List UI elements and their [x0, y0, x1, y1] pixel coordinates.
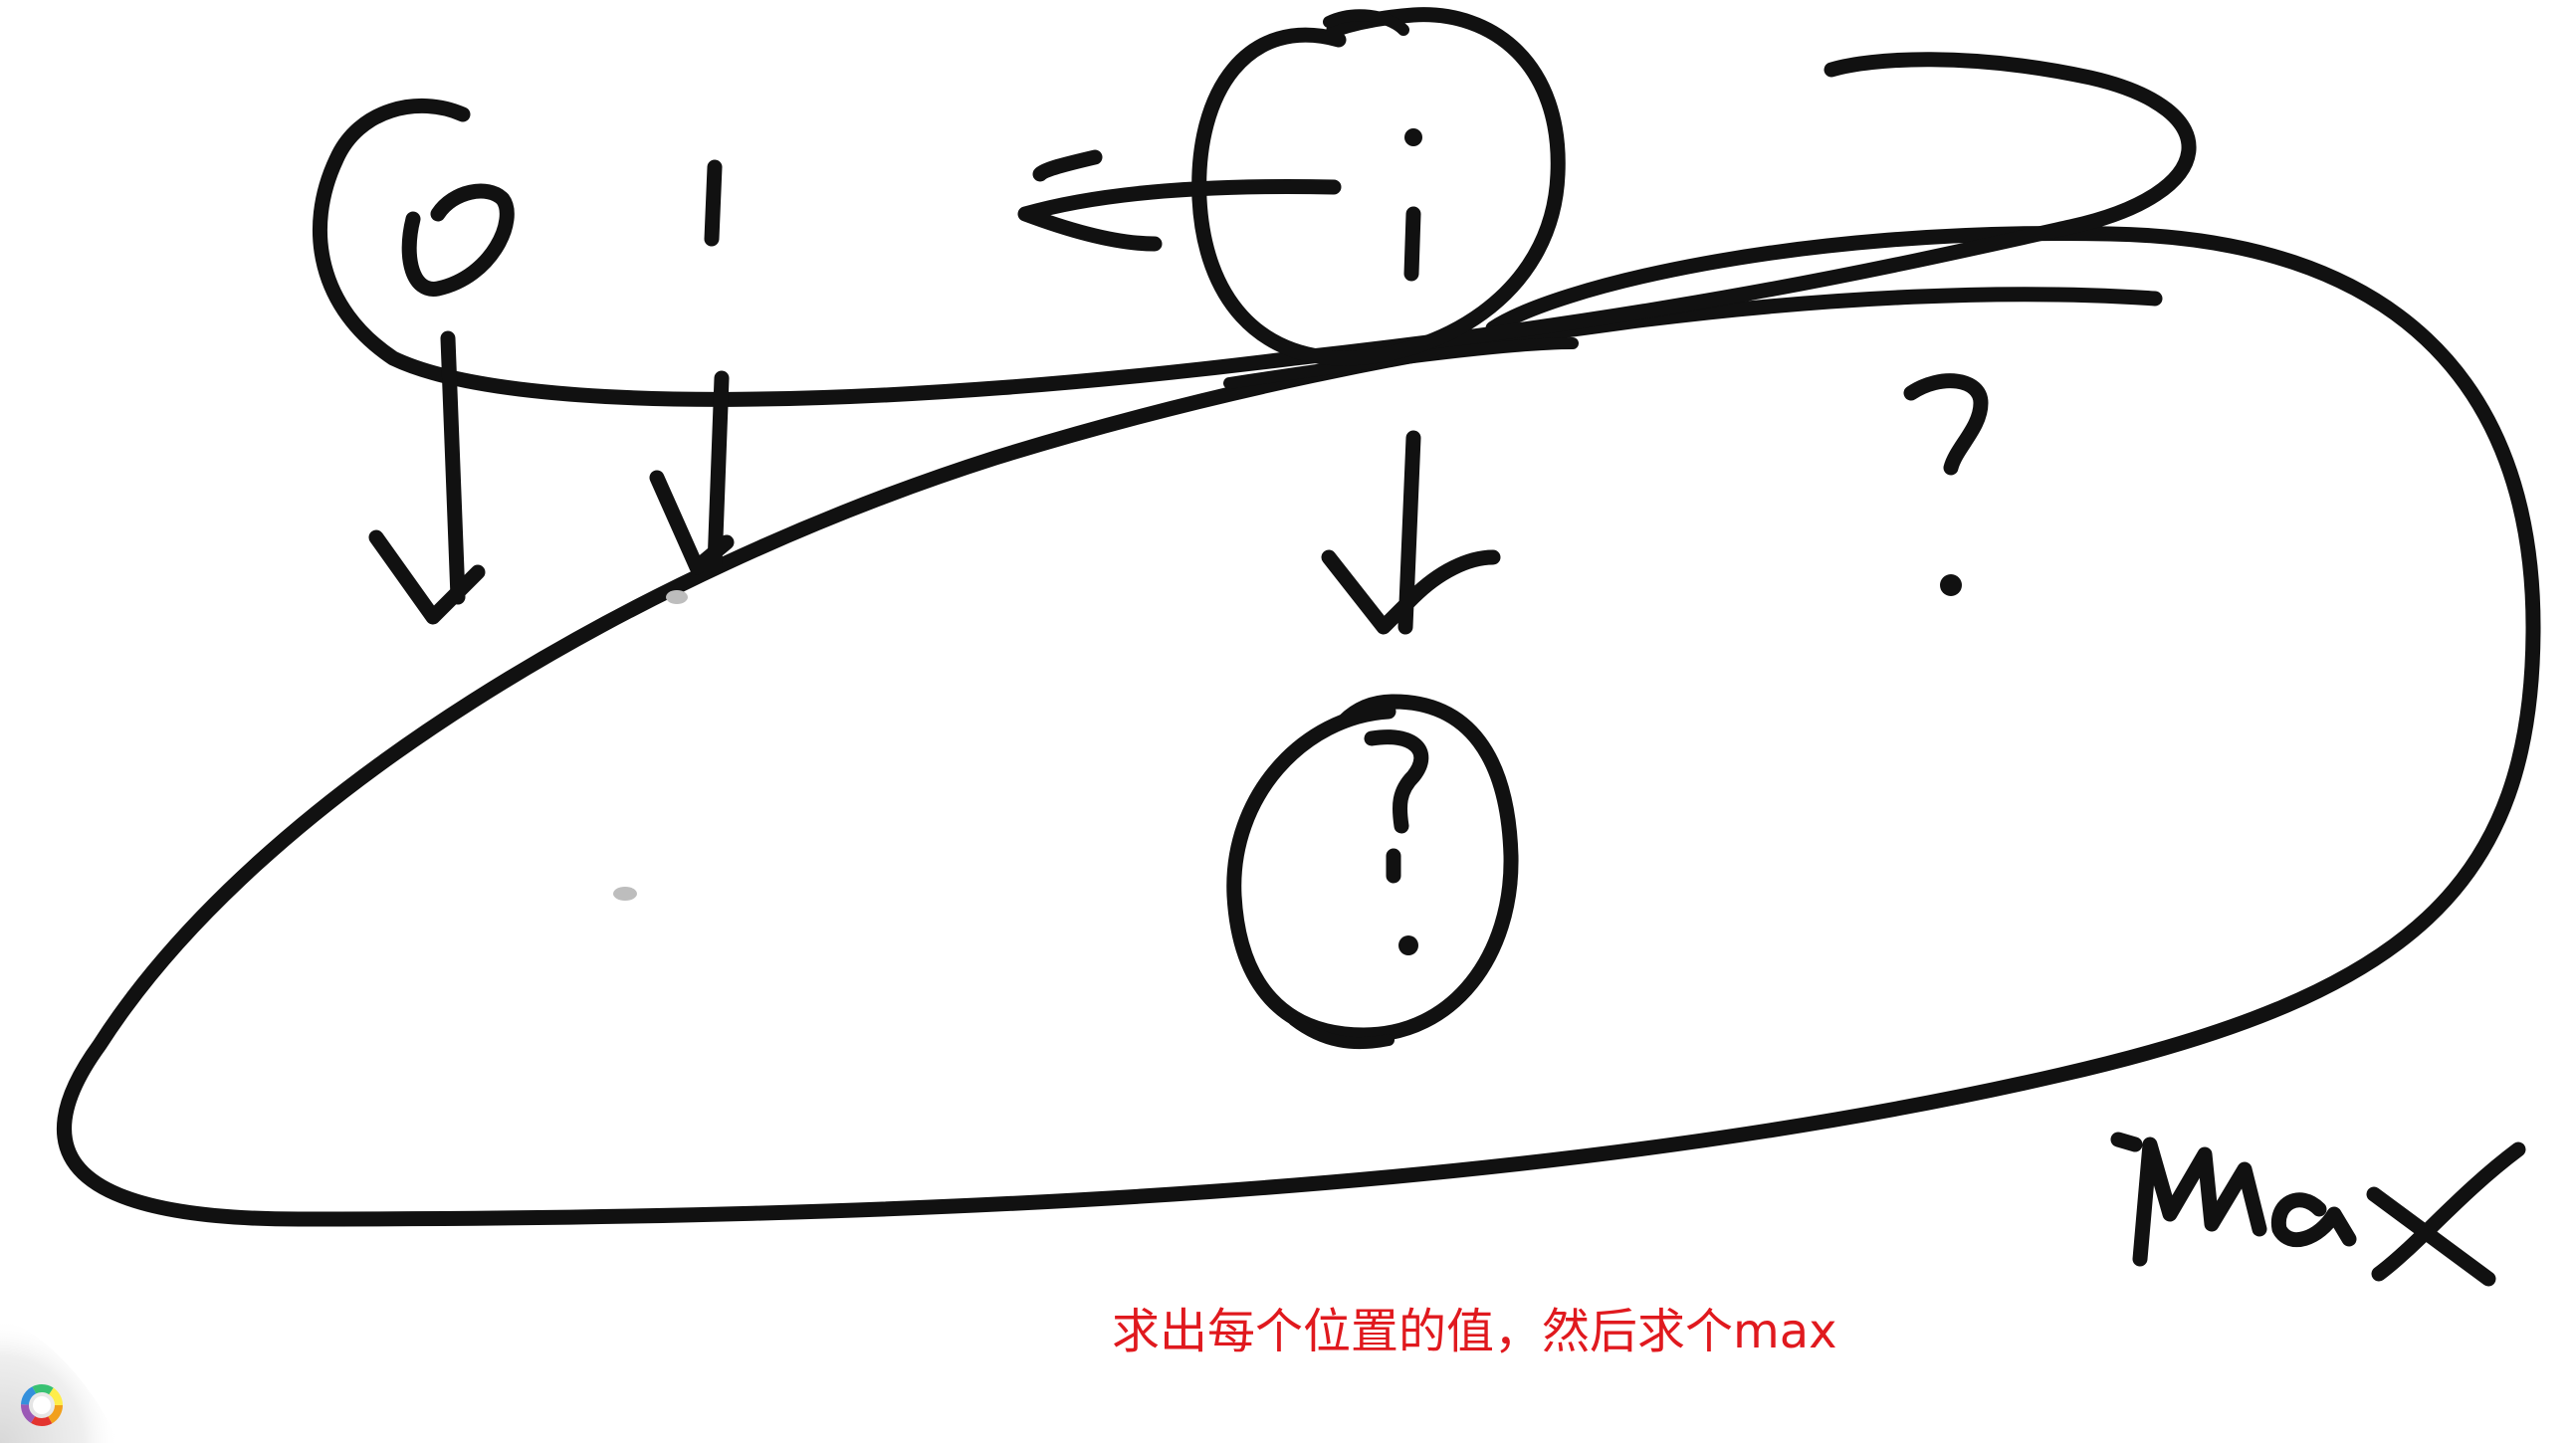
question-circle: [1226, 694, 1519, 1043]
max-region-loop: [57, 225, 2541, 1227]
i-dot: [1404, 128, 1422, 146]
arrow-down-zero: [368, 330, 486, 625]
question-circled-dot: [1398, 935, 1418, 955]
max-glyph-x: [2366, 1141, 2526, 1287]
prefix-sweep-loop: [312, 52, 2197, 407]
arrow-down-one: [649, 370, 735, 575]
max-glyph-m: [2110, 1132, 2267, 1267]
dock-corner: [0, 1299, 149, 1443]
i-circle-overtrace: [1323, 9, 1409, 36]
arrow-down-i: [1321, 430, 1501, 635]
eraser-smudge: [666, 590, 688, 604]
index-one-glyph: [704, 159, 723, 247]
color-wheel-icon[interactable]: [18, 1381, 66, 1429]
sweep-underline: [1223, 337, 1579, 389]
i-circle: [1191, 7, 1566, 366]
i-stem: [1403, 206, 1421, 282]
arrow-left-from-i: [1017, 149, 1342, 252]
index-zero-glyph: [401, 183, 515, 297]
question-circled-hook: [1364, 729, 1429, 884]
annotation-caption: 求出每个位置的值，然后求个max: [1112, 1304, 1837, 1359]
eraser-smudge: [613, 887, 637, 901]
question-right-dot: [1940, 574, 1962, 596]
question-right-hook: [1903, 373, 1989, 476]
question-circle-overtrace: [1288, 1014, 1395, 1050]
max-glyph-a: [2270, 1192, 2357, 1248]
